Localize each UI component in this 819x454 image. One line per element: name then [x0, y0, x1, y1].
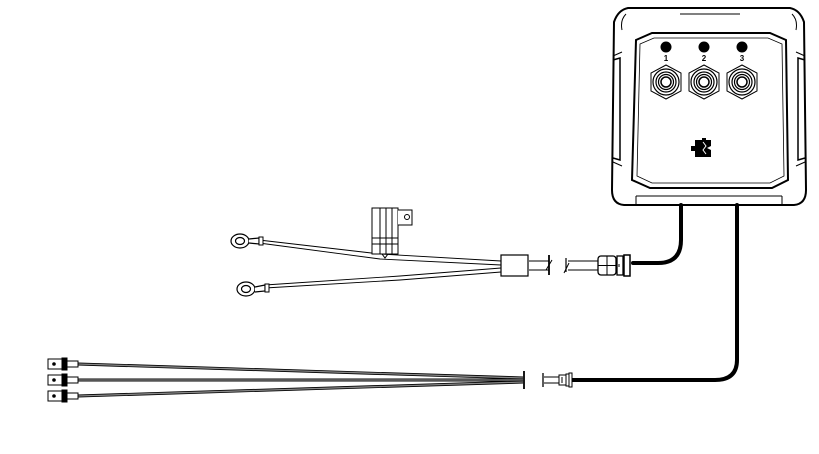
port-jack-3[interactable]	[726, 64, 758, 100]
port-label-2: 2	[702, 54, 707, 63]
led-3	[736, 41, 748, 53]
signal-connector[interactable]	[558, 372, 573, 388]
signal-cable	[570, 203, 739, 382]
spade-terminal-1	[47, 357, 79, 371]
port-jack-2[interactable]	[688, 64, 720, 100]
led-2	[698, 41, 710, 53]
led-indicators	[660, 41, 748, 53]
port-label-3: 3	[740, 54, 745, 63]
ring-terminal-1	[230, 233, 264, 249]
spade-terminal-3	[47, 389, 79, 403]
port-jack-1[interactable]	[650, 64, 682, 100]
splice-sleeve	[500, 254, 529, 277]
signal-wires	[77, 362, 524, 398]
signal-harness-cable	[523, 371, 559, 389]
power-cable	[631, 203, 683, 265]
device-housing	[610, 7, 808, 206]
ring-terminal-2	[236, 281, 270, 297]
device-cables	[570, 203, 739, 382]
power-connector[interactable]	[597, 254, 631, 277]
battery-logo-icon	[691, 138, 711, 157]
port-jacks	[650, 64, 758, 100]
fuse-holder	[371, 207, 413, 259]
port-label-1: 1	[664, 54, 669, 63]
power-harness-cable	[529, 255, 598, 275]
spade-terminal-2	[47, 373, 79, 387]
port-labels: 1 2 3	[664, 54, 745, 63]
led-1	[660, 41, 672, 53]
